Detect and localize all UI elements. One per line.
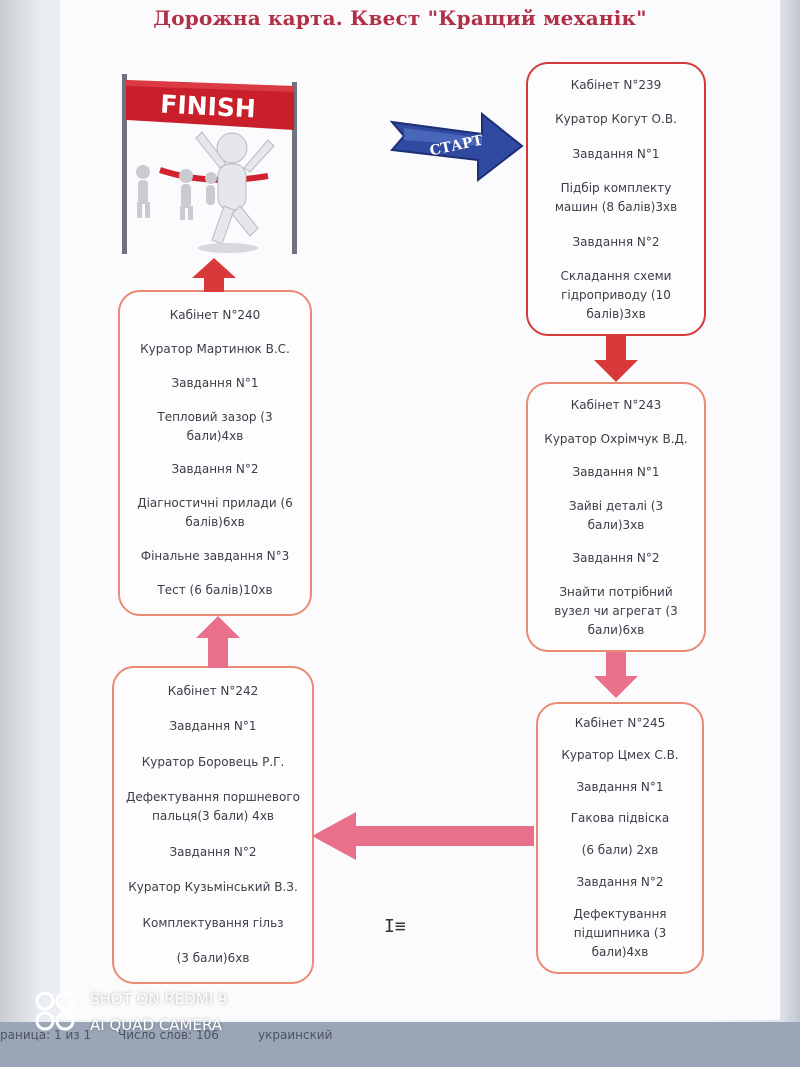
room-243-task2: Знайти потрібний вузел чи агрегат (3 бал… — [554, 584, 678, 637]
text-cursor-icon: I≡ — [384, 916, 406, 937]
room-242-task2: Комплектування гільз — [142, 915, 284, 930]
room-242-title: Кабінет N°242 — [167, 684, 259, 698]
room-239-card: Кабінет N°239 Куратор Когут О.В. Завданн… — [526, 62, 706, 336]
room-239-curator: Куратор Когут О.В. — [555, 112, 677, 127]
status-bar: раница: 1 из 1 Число слов: 106 украински… — [0, 1022, 800, 1067]
room-243-card: Кабінет N°243 Куратор Охрімчук В.Д. Завд… — [526, 382, 706, 652]
watermark-line-1: SHOT ON REDMI 9 — [90, 990, 228, 1008]
room-240-task2-label: Завдання N°2 — [171, 462, 259, 477]
room-243-task1: Зайві деталі (3 бали)3хв — [568, 498, 664, 532]
arrow-up-240-finish — [192, 258, 236, 292]
room-245-task2: Дефектування підшипника (3 бали)4хв — [573, 906, 667, 959]
arrow-left-245-242 — [312, 812, 534, 860]
room-245-task1-label: Завдання N°1 — [576, 779, 664, 794]
room-245-card: Кабінет N°245 Куратор Цмех С.В. Завдання… — [536, 702, 704, 974]
room-240-curator: Куратор Мартинюк В.С. — [140, 341, 290, 356]
status-page-count[interactable]: раница: 1 из 1 — [0, 1028, 92, 1042]
room-242-curator2: Куратор Кузьмінський В.З. — [128, 880, 298, 895]
status-word-count[interactable]: Число слов: 106 — [118, 1028, 219, 1042]
room-240-title: Кабінет N°240 — [169, 308, 261, 322]
room-239-task1: Підбір комплекту машин (8 балів)3хв — [554, 181, 678, 215]
room-242-task1: Дефектування поршневого пальця(3 бали) 4… — [126, 790, 300, 824]
room-240-task3: Тест (6 балів)10хв — [157, 582, 273, 597]
room-239-task2-label: Завдання N°2 — [572, 234, 660, 249]
room-240-task3-label: Фінальне завдання N°3 — [140, 549, 290, 564]
room-243-task1-label: Завдання N°1 — [572, 465, 660, 480]
watermark-line-2: AI QUAD CAMERA — [90, 1016, 223, 1034]
room-243-task2-label: Завдання N°2 — [572, 551, 660, 566]
room-245-curator: Куратор Цмех С.В. — [561, 747, 679, 762]
room-239-title: Кабінет N°239 — [570, 78, 662, 92]
room-242-curator1: Куратор Боровець Р.Г. — [141, 754, 285, 769]
arrow-down-239-243 — [594, 336, 638, 382]
room-245-task1: Гакова підвіска — [570, 811, 670, 826]
room-239-task2: Складання схеми гідроприводу (10 балів)3… — [560, 268, 672, 321]
room-242-card: Кабінет N°242 Завдання N°1 Куратор Боров… — [112, 666, 314, 984]
room-242-task1-label: Завдання N°1 — [169, 719, 257, 734]
room-242-task2-points: (3 бали)6хв — [176, 950, 250, 965]
finish-illustration: FINISH — [122, 74, 297, 254]
finish-text: FINISH — [160, 90, 257, 124]
room-243-title: Кабінет N°243 — [570, 398, 662, 412]
room-243-curator: Куратор Охрімчук В.Д. — [544, 431, 688, 446]
room-240-card: Кабінет N°240 Куратор Мартинюк В.С. Завд… — [118, 290, 312, 616]
room-245-task1-points: (6 бали) 2хв — [581, 843, 659, 858]
room-245-title: Кабінет N°245 — [574, 716, 666, 730]
arrow-up-242-240 — [196, 616, 240, 668]
room-242-task2-label: Завдання N°2 — [169, 844, 257, 859]
room-240-task1-label: Завдання N°1 — [171, 375, 259, 390]
status-language[interactable]: украинский — [258, 1028, 333, 1042]
room-240-task2: Діагностичні прилади (6 балів)6хв — [137, 496, 293, 530]
room-240-task1: Тепловий зазор (3 бали)4хв — [157, 409, 273, 443]
room-245-task2-label: Завдання N°2 — [576, 875, 664, 890]
quad-camera-icon — [35, 991, 75, 1031]
page-title: Дорожна карта. Квест "Кращий механік" — [153, 6, 647, 30]
start-arrow-illustration: СТАРТ — [389, 111, 524, 183]
arrow-down-243-245 — [594, 652, 638, 698]
room-239-task1-label: Завдання N°1 — [572, 146, 660, 161]
